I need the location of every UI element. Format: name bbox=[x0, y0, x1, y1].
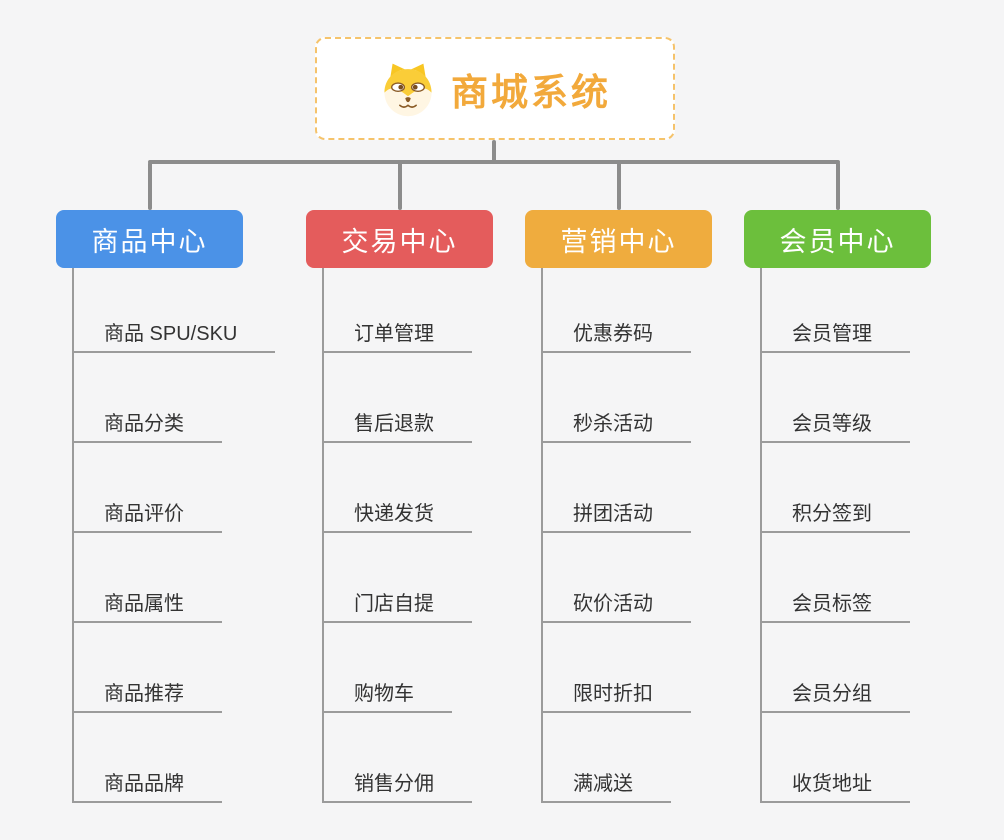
node-full-reduction[interactable]: 满减送 bbox=[543, 713, 691, 803]
node-group-buy[interactable]: 拼团活动 bbox=[543, 443, 691, 533]
node-member-tag[interactable]: 会员标签 bbox=[762, 533, 910, 623]
branch-label: 交易中心 bbox=[341, 226, 458, 257]
node-member-management[interactable]: 会员管理 bbox=[762, 268, 910, 353]
connector-bus-horizontal bbox=[148, 160, 840, 164]
node-points-checkin[interactable]: 积分签到 bbox=[762, 443, 910, 533]
sub-list-member: 会员管理 会员等级 积分签到 会员标签 会员分组 收货地址 bbox=[760, 268, 910, 803]
sub-list-marketing: 优惠券码 秒杀活动 拼团活动 砍价活动 限时折扣 满减送 bbox=[541, 268, 691, 803]
node-shopping-cart[interactable]: 购物车 bbox=[324, 623, 472, 713]
branch-member-center: 会员中心 会员管理 会员等级 积分签到 会员标签 会员分组 收货地址 bbox=[744, 210, 931, 803]
sub-list-trade: 订单管理 售后退款 快递发货 门店自提 购物车 销售分佣 bbox=[322, 268, 472, 803]
shiba-dog-face-icon bbox=[384, 63, 432, 116]
node-flash-sale[interactable]: 秒杀活动 bbox=[543, 353, 691, 443]
branch-node-member-center[interactable]: 会员中心 bbox=[744, 210, 931, 268]
node-product-attribute[interactable]: 商品属性 bbox=[74, 533, 275, 623]
branch-node-product-center[interactable]: 商品中心 bbox=[56, 210, 243, 268]
node-store-pickup[interactable]: 门店自提 bbox=[324, 533, 472, 623]
node-product-review[interactable]: 商品评价 bbox=[74, 443, 275, 533]
branch-trade-center: 交易中心 订单管理 售后退款 快递发货 门店自提 购物车 销售分佣 bbox=[306, 210, 493, 803]
connector-drop-trade bbox=[398, 162, 402, 210]
branch-label: 营销中心 bbox=[560, 226, 677, 257]
node-limited-time-discount[interactable]: 限时折扣 bbox=[543, 623, 691, 713]
node-bargain-activity[interactable]: 砍价活动 bbox=[543, 533, 691, 623]
node-after-sale-refund[interactable]: 售后退款 bbox=[324, 353, 472, 443]
root-node-mall-system[interactable]: 商城系统 bbox=[315, 37, 675, 140]
node-member-group[interactable]: 会员分组 bbox=[762, 623, 910, 713]
node-coupon-code[interactable]: 优惠券码 bbox=[543, 268, 691, 353]
connector-drop-member bbox=[836, 162, 840, 210]
branch-node-marketing-center[interactable]: 营销中心 bbox=[525, 210, 712, 268]
connector-drop-product bbox=[148, 162, 152, 210]
node-product-brand[interactable]: 商品品牌 bbox=[74, 713, 275, 803]
sub-list-product: 商品 SPU/SKU 商品分类 商品评价 商品属性 商品推荐 商品品牌 bbox=[72, 268, 276, 803]
node-shipping-address[interactable]: 收货地址 bbox=[762, 713, 910, 803]
node-order-management[interactable]: 订单管理 bbox=[324, 268, 472, 353]
branch-node-trade-center[interactable]: 交易中心 bbox=[306, 210, 493, 268]
branch-label: 会员中心 bbox=[779, 226, 896, 257]
node-sales-commission[interactable]: 销售分佣 bbox=[324, 713, 472, 803]
root-title: 商城系统 bbox=[451, 71, 611, 113]
node-product-spu-sku[interactable]: 商品 SPU/SKU bbox=[74, 268, 276, 353]
node-express-delivery[interactable]: 快递发货 bbox=[324, 443, 472, 533]
branch-label: 商品中心 bbox=[91, 226, 208, 257]
node-member-level[interactable]: 会员等级 bbox=[762, 353, 910, 443]
node-product-recommend[interactable]: 商品推荐 bbox=[74, 623, 275, 713]
connector-drop-marketing bbox=[617, 162, 621, 210]
node-product-category[interactable]: 商品分类 bbox=[74, 353, 275, 443]
branch-product-center: 商品中心 商品 SPU/SKU 商品分类 商品评价 商品属性 商品推荐 商品品牌 bbox=[56, 210, 276, 803]
branch-marketing-center: 营销中心 优惠券码 秒杀活动 拼团活动 砍价活动 限时折扣 满减送 bbox=[525, 210, 712, 803]
connector-root-vertical bbox=[492, 140, 496, 162]
